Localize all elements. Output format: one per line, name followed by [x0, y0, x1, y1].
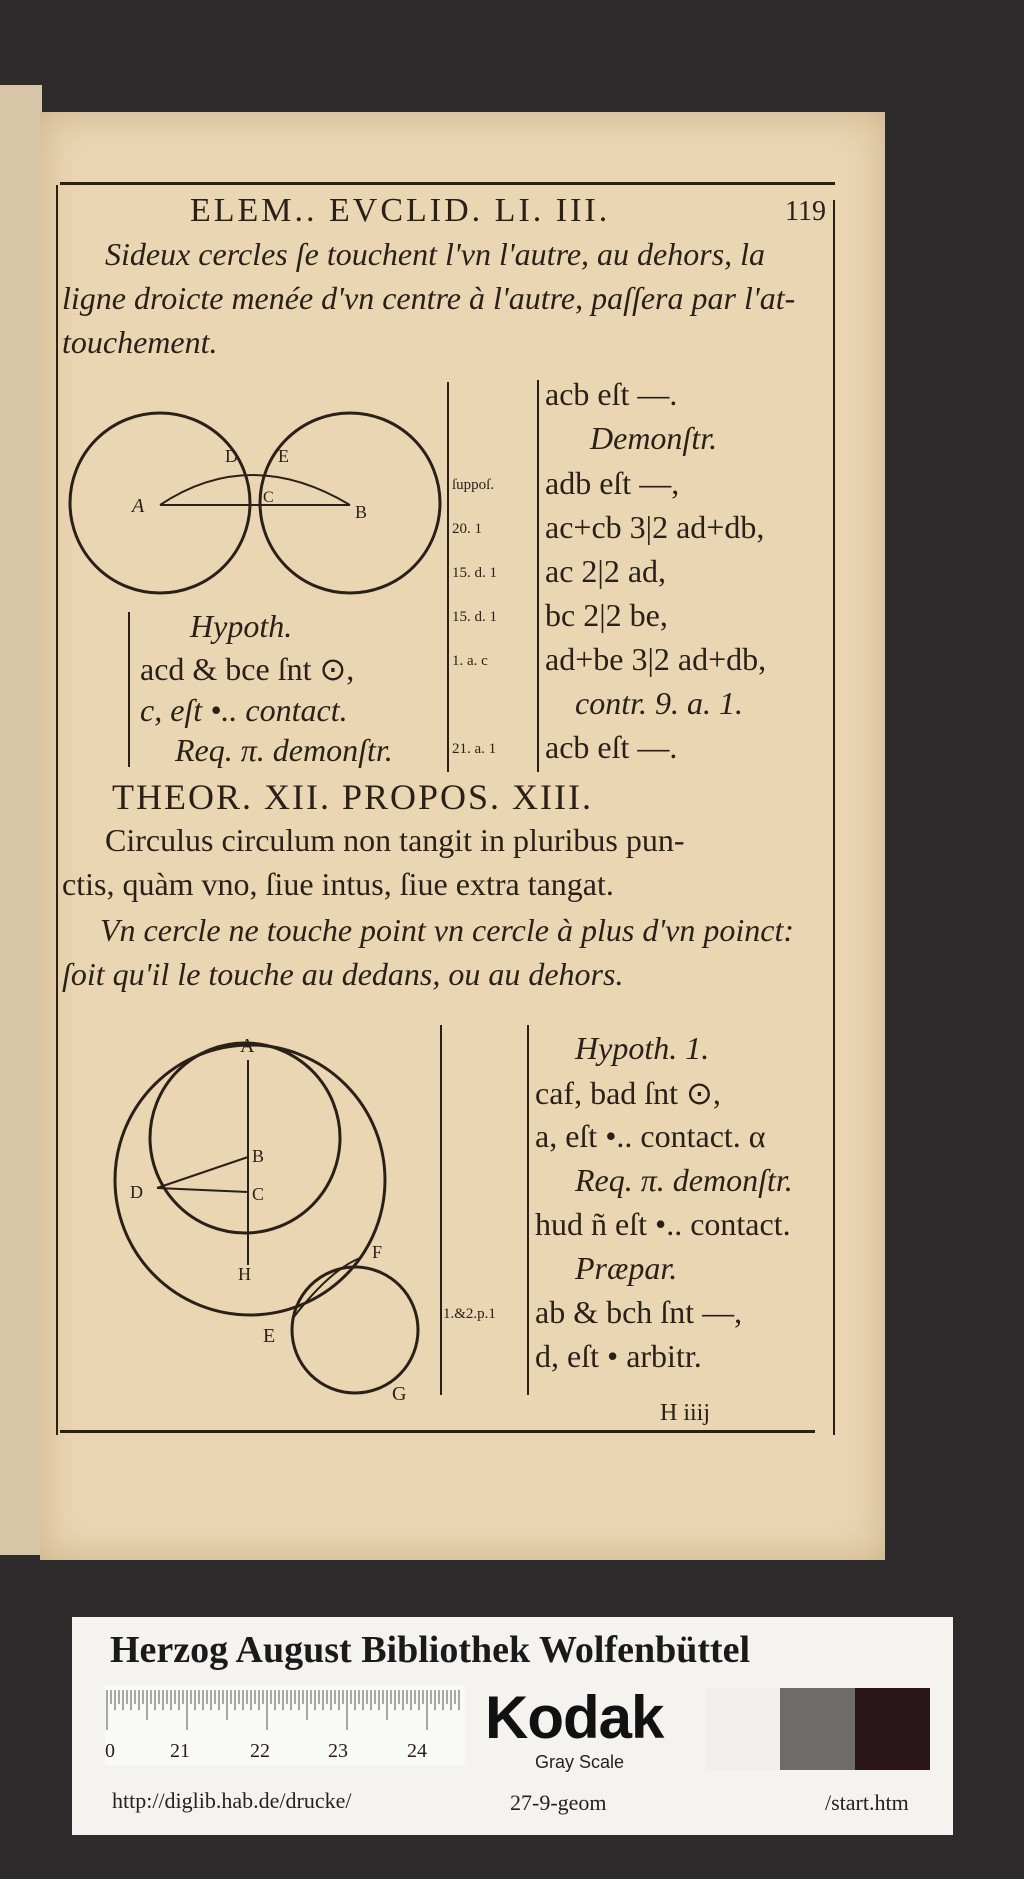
proof-line: a, eſt •.. contact. α	[535, 1118, 766, 1154]
page-number: 119	[785, 196, 826, 227]
margin-reference: 1.&2.p.1	[443, 1306, 496, 1322]
right-frame	[833, 200, 835, 1435]
url-end: /start.htm	[825, 1790, 909, 1815]
book-page	[40, 112, 885, 1560]
proof-line: bc 2|2 be,	[545, 597, 668, 633]
proof-divider	[527, 1025, 529, 1395]
url-id: 27-9-geom	[510, 1790, 607, 1815]
proof-line: Præpar.	[575, 1250, 678, 1286]
french-line: Vn cercle ne touche point vn cercle à pl…	[100, 912, 794, 948]
proof-line: acb eſt —.	[545, 376, 678, 412]
proof-line: ac 2|2 ad,	[545, 553, 667, 589]
kodak-logo: Kodak	[485, 1684, 664, 1751]
latin-line: Circulus circulum non tangit in pluribus…	[105, 822, 685, 858]
label-e: E	[278, 446, 289, 466]
gray-patch-white	[705, 1688, 780, 1770]
ruler-number: 0	[105, 1740, 115, 1762]
proof-line: caf, bad ſnt ⊙,	[535, 1075, 721, 1111]
label-f: F	[372, 1242, 382, 1262]
hypoth-line: acd & bce ſnt ⊙,	[140, 651, 355, 687]
intro-line: Sideux cercles ſe touchent l'vn l'autre,…	[105, 236, 766, 272]
proof-line: d, eſt • arbitr.	[535, 1338, 702, 1374]
proof-line: adb eſt —,	[545, 465, 680, 501]
label-a: A	[240, 1035, 255, 1057]
label-b: B	[252, 1146, 264, 1166]
latin-line: ctis, quàm vno, ſiue intus, ſiue extra t…	[62, 866, 614, 902]
signature-mark: H iiij	[660, 1400, 711, 1426]
ruler-number: 24	[407, 1740, 427, 1762]
gray-patch-mid	[780, 1688, 855, 1770]
proof-line: ab & bch ſnt —,	[535, 1294, 743, 1330]
proof-line: ac+cb 3|2 ad+db,	[545, 509, 765, 545]
figure-tangent-circles-external: A B C D E	[68, 411, 442, 595]
margin-reference: 15. d. 1	[452, 609, 497, 625]
figure-tangent-circles-internal: A B C D E F G H	[113, 1035, 420, 1405]
hypoth-line: c, eſt •.. contact.	[140, 692, 348, 728]
hypoth-line: Req. π. demonſtr.	[175, 732, 393, 768]
proof-divider	[537, 380, 539, 772]
label-c: C	[252, 1184, 264, 1204]
proof-line: acb eſt —.	[545, 729, 678, 765]
running-header: ELEM.. EVCLID. LI. III.	[190, 192, 611, 229]
adjacent-page-edge	[0, 85, 42, 1555]
proof-line: contr. 9. a. 1.	[575, 685, 743, 721]
intro-line: touchement.	[62, 324, 218, 360]
label-d: D	[130, 1182, 143, 1202]
url-base: http://diglib.hab.de/drucke/	[112, 1788, 352, 1813]
label-a: A	[130, 495, 145, 517]
margin-divider	[447, 382, 449, 772]
gray-patch-dark	[855, 1688, 930, 1770]
french-line: ſoit qu'il le touche au dedans, ou au de…	[62, 956, 624, 992]
ruler-number: 22	[250, 1740, 270, 1762]
left-frame	[56, 185, 58, 1435]
label-c: C	[263, 489, 274, 506]
ruler: 0 21 22 23 24	[105, 1685, 465, 1765]
label-h: H	[238, 1264, 251, 1284]
top-rule	[60, 182, 835, 185]
bottom-rule	[60, 1430, 815, 1433]
proof-line: Hypoth. 1.	[575, 1030, 710, 1066]
label-g: G	[392, 1383, 406, 1405]
label-d: D	[225, 446, 238, 466]
theorem-heading: THEOR. XII. PROPOS. XIII.	[112, 777, 593, 817]
library-title: Herzog August Bibliothek Wolfenbüttel	[110, 1629, 751, 1671]
label-e: E	[263, 1325, 275, 1347]
proof-line: ad+be 3|2 ad+db,	[545, 641, 767, 677]
proof-line: Req. π. demonſtr.	[575, 1162, 793, 1198]
ruler-number: 21	[170, 1740, 190, 1762]
label-b: B	[355, 502, 367, 522]
proof-line: hud ñ eſt •.. contact.	[535, 1206, 791, 1242]
margin-reference: 15. d. 1	[452, 565, 497, 581]
gray-scale-label: Gray Scale	[535, 1752, 625, 1772]
margin-reference: 1. a. c	[452, 653, 488, 669]
margin-reference: ſuppoſ.	[452, 477, 495, 493]
intro-line: ligne droicte menée d'vn centre à l'autr…	[62, 280, 796, 316]
margin-reference: 20. 1	[452, 521, 482, 537]
hypoth-heading: Hypoth.	[190, 608, 293, 644]
proof-heading: Demonſtr.	[590, 420, 718, 456]
margin-divider	[440, 1025, 442, 1395]
margin-reference: 21. a. 1	[452, 741, 497, 757]
hypoth-bar	[128, 612, 130, 767]
ruler-number: 23	[328, 1740, 348, 1762]
